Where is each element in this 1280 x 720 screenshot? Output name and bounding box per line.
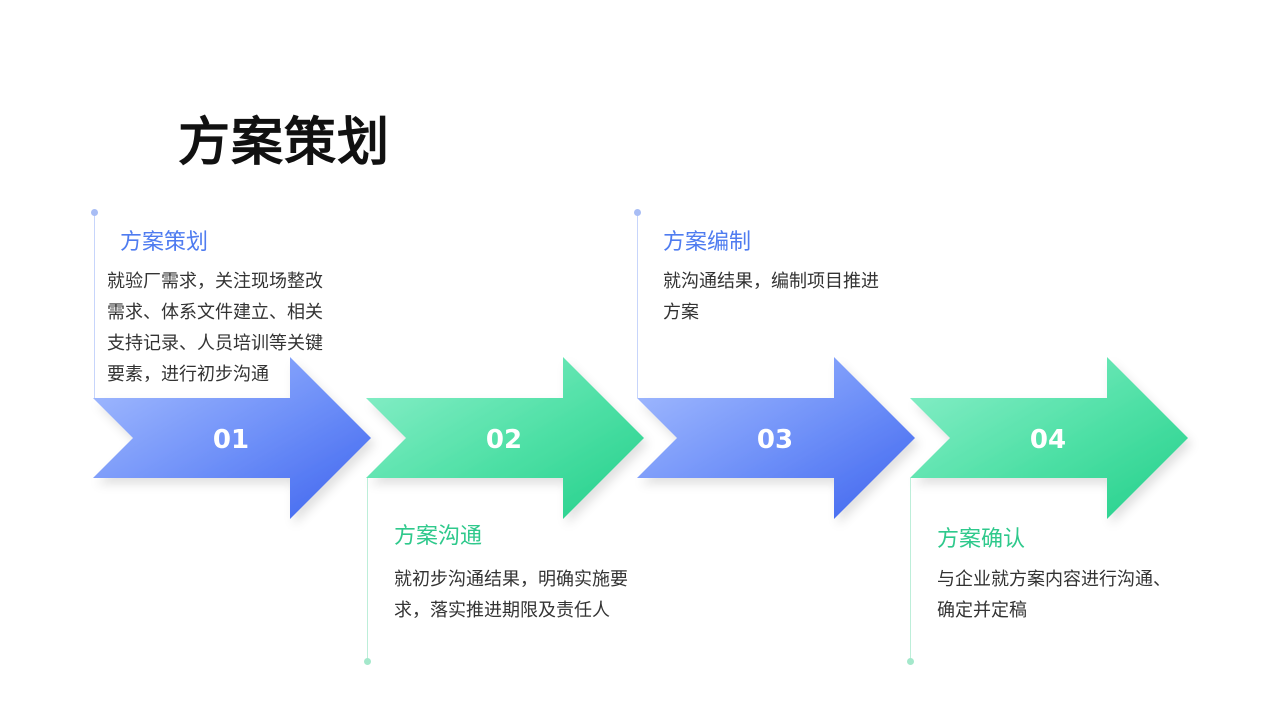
step-title-03: 方案编制	[663, 230, 752, 255]
desc-line: 支持记录、人员培训等关键	[107, 333, 323, 354]
step-number-04: 04	[1030, 425, 1066, 455]
page-title: 方案策划	[178, 113, 391, 173]
desc-line: 就初步沟通结果，明确实施要	[394, 569, 628, 590]
connector-dot	[634, 209, 641, 216]
desc-line: 需求、体系文件建立、相关	[107, 302, 323, 323]
step-desc-04: 与企业就方案内容进行沟通、 确定并定稿	[937, 564, 1171, 626]
desc-line: 求，落实推进期限及责任人	[394, 600, 610, 621]
step-number-01: 01	[213, 425, 249, 455]
step-title-04: 方案确认	[937, 527, 1026, 552]
step-title-01: 方案策划	[120, 230, 209, 255]
arrow-02	[366, 357, 644, 519]
step-desc-02: 就初步沟通结果，明确实施要 求，落实推进期限及责任人	[394, 564, 628, 626]
desc-line: 就沟通结果，编制项目推进	[663, 271, 879, 292]
arrow-01	[93, 357, 371, 519]
desc-line: 就验厂需求，关注现场整改	[107, 271, 323, 292]
step-number-02: 02	[486, 425, 522, 455]
step-desc-03: 就沟通结果，编制项目推进 方案	[663, 266, 879, 328]
connector-dot	[364, 658, 371, 665]
connector-02	[364, 478, 371, 665]
desc-line: 确定并定稿	[937, 600, 1027, 621]
step-number-03: 03	[757, 425, 793, 455]
connector-04	[907, 478, 914, 665]
connector-03	[634, 209, 641, 398]
arrow-04	[910, 357, 1188, 519]
connector-dot	[91, 209, 98, 216]
desc-line: 方案	[663, 302, 699, 323]
desc-line: 与企业就方案内容进行沟通、	[937, 569, 1171, 590]
connector-01	[91, 209, 98, 398]
step-title-02: 方案沟通	[394, 524, 483, 549]
desc-line: 要素，进行初步沟通	[107, 364, 269, 385]
arrow-03	[637, 357, 915, 519]
step-desc-01: 就验厂需求，关注现场整改 需求、体系文件建立、相关 支持记录、人员培训等关键 要…	[107, 266, 323, 390]
connector-dot	[907, 658, 914, 665]
